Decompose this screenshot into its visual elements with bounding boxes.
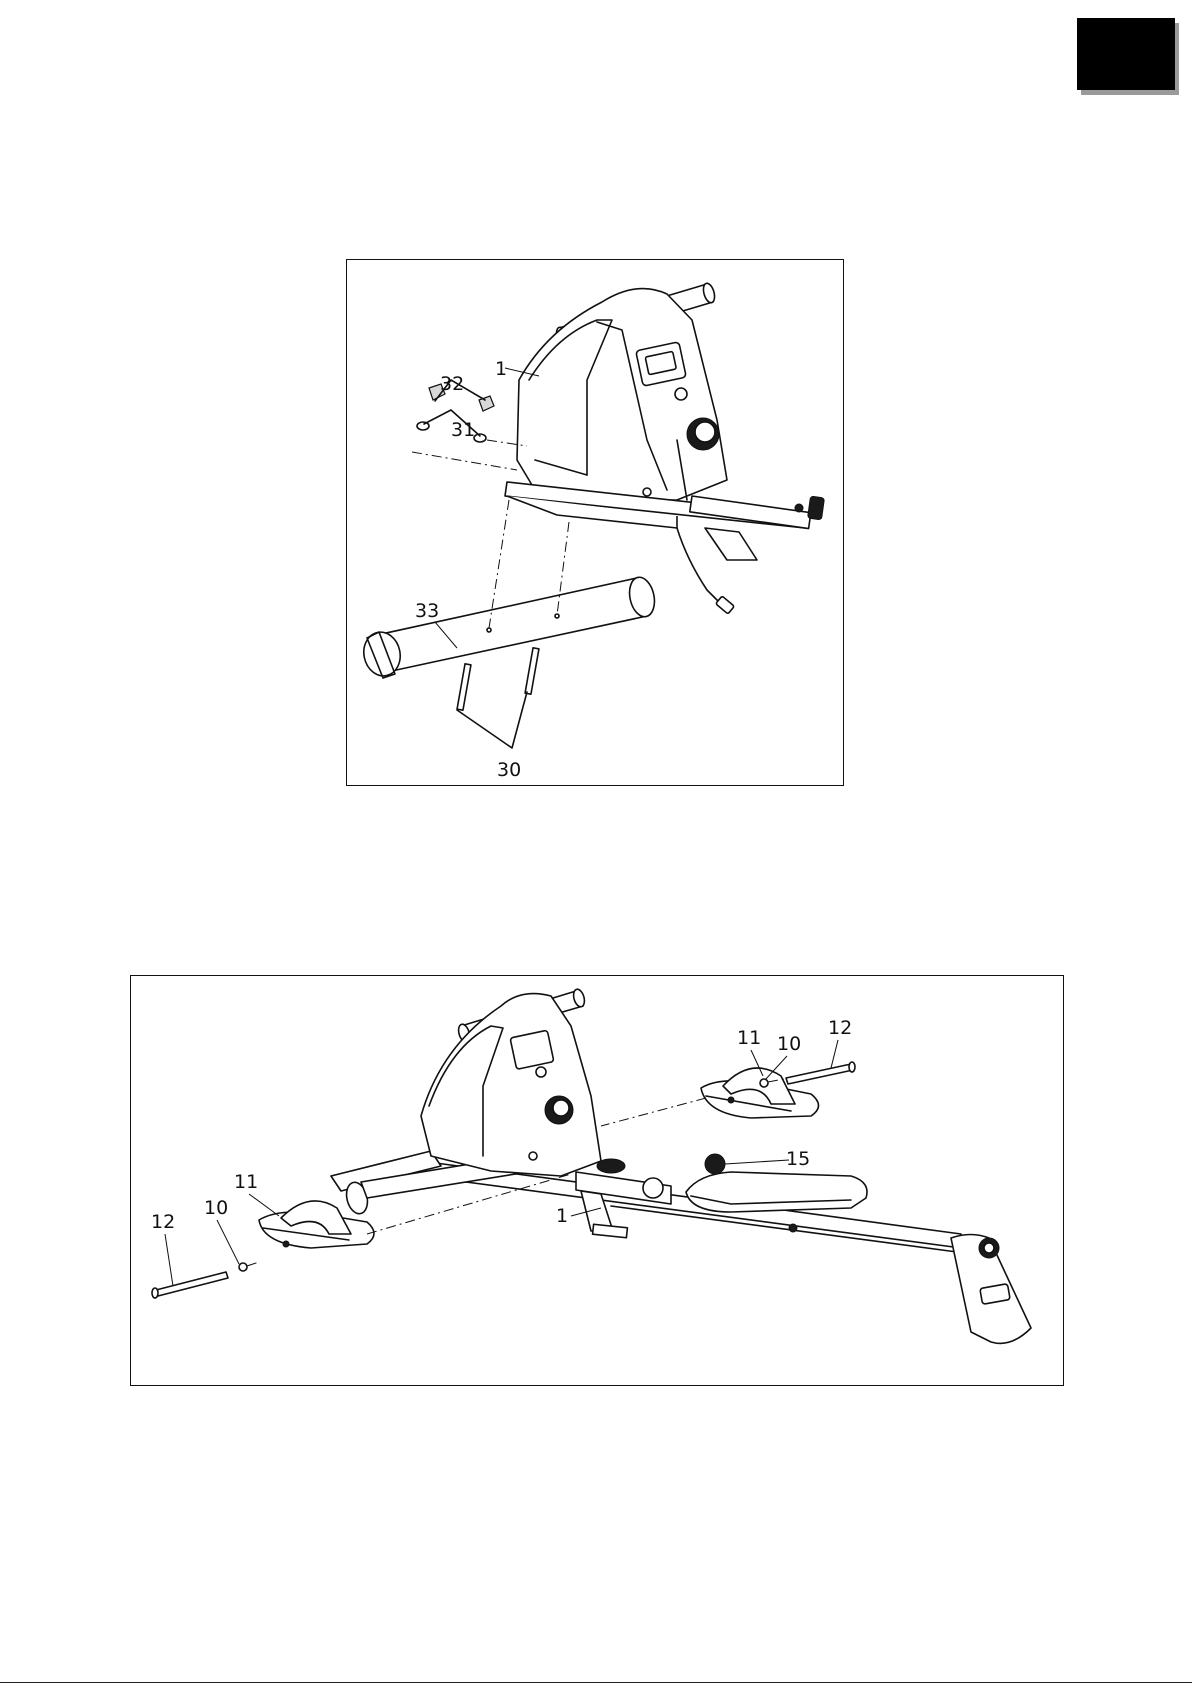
label-part-30: 30 xyxy=(497,759,521,781)
label-left-part-12: 12 xyxy=(151,1211,175,1233)
label-left-part-10: 10 xyxy=(204,1197,228,1219)
label-left-part-11: 11 xyxy=(234,1171,258,1193)
assembly-diagram-step-1: 1 32 31 33 30 xyxy=(346,259,844,786)
label-part-31: 31 xyxy=(451,419,475,441)
label-part-15: 15 xyxy=(786,1148,810,1170)
label-part-33: 33 xyxy=(415,600,439,622)
seat xyxy=(686,1154,867,1212)
label-part-32: 32 xyxy=(440,373,464,395)
label-right-part-10: 10 xyxy=(777,1033,801,1055)
front-stabilizer xyxy=(360,500,658,679)
main-frame-body xyxy=(517,289,727,500)
bolts xyxy=(457,648,539,748)
label-part-1: 1 xyxy=(495,358,507,380)
label-right-part-11: 11 xyxy=(737,1027,761,1049)
assembly-diagram-step-2: 12 10 11 1 11 10 12 15 xyxy=(130,975,1064,1386)
figure-2-drawing: 12 10 11 1 11 10 12 15 xyxy=(131,976,1063,1385)
label-part-1: 1 xyxy=(556,1205,568,1227)
page-bottom-rule xyxy=(0,1682,1192,1683)
label-right-part-12: 12 xyxy=(828,1017,852,1039)
figure-1-drawing: 1 32 31 33 30 xyxy=(347,260,843,785)
corner-page-tab xyxy=(1077,18,1175,90)
rail-assembly xyxy=(505,482,824,614)
